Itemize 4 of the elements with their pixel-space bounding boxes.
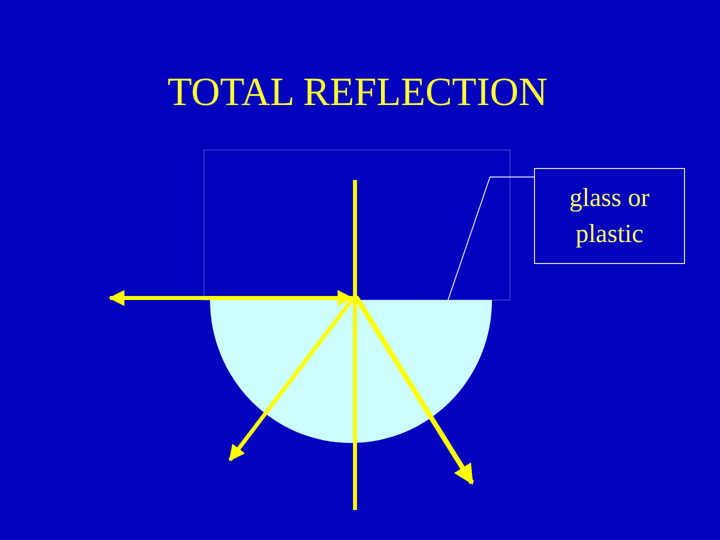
leader-line <box>448 176 534 300</box>
title: TOTAL REFLECTION <box>166 68 549 115</box>
callout-box <box>534 168 685 264</box>
callout-text: glass or plastic <box>568 182 651 250</box>
